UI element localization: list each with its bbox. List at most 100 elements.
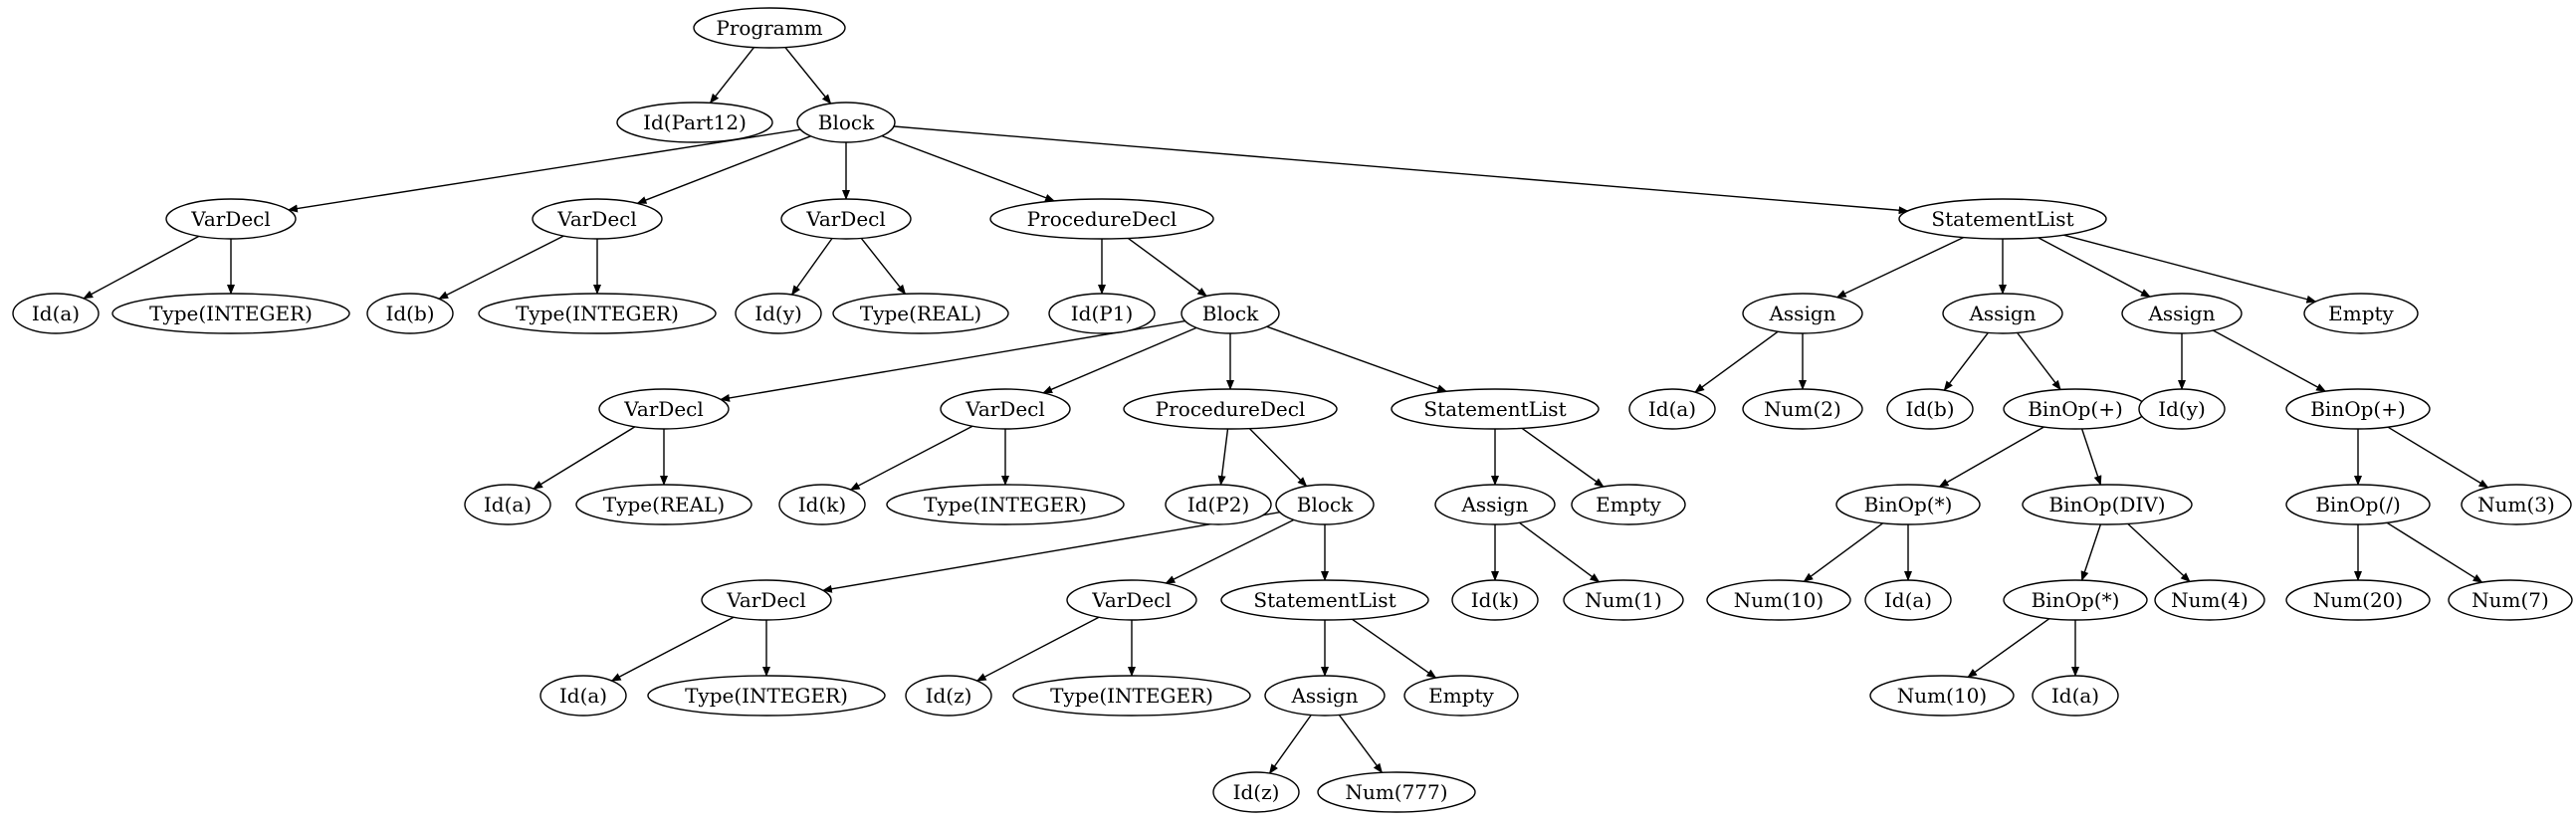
tree-node: Id(a)	[1864, 579, 1952, 621]
node-label: VarDecl	[965, 397, 1045, 421]
node-ellipse	[1942, 293, 2063, 334]
tree-node: Id(y)	[2138, 388, 2226, 430]
node-label: VarDecl	[805, 207, 886, 231]
node-ellipse	[1181, 293, 1280, 334]
node-ellipse	[1628, 388, 1716, 430]
node-ellipse	[1264, 675, 1386, 717]
tree-node: VarDecl	[598, 388, 730, 430]
node-label: Assign	[2147, 302, 2215, 325]
node-ellipse	[2448, 579, 2573, 621]
tree-node: Assign	[2121, 293, 2243, 334]
node-label: Assign	[1460, 493, 1528, 516]
node-label: BinOp(/)	[2315, 493, 2401, 516]
tree-node: Empty	[2303, 293, 2419, 334]
node-ellipse	[832, 293, 1009, 334]
tree-node: BinOp(+)	[2285, 388, 2431, 430]
node-label: Type(REAL)	[860, 302, 981, 325]
node-label: Assign	[1768, 302, 1835, 325]
node-label: Num(1)	[1585, 588, 1662, 612]
tree-node: Assign	[1942, 293, 2063, 334]
node-label: Empty	[1428, 684, 1494, 708]
tree-node: BinOp(*)	[2003, 579, 2148, 621]
node-label: Id(k)	[798, 493, 846, 516]
node-ellipse	[1048, 293, 1156, 334]
edges-layer	[83, 47, 2489, 774]
node-label: Id(P1)	[1071, 302, 1134, 325]
node-label: BinOp(DIV)	[2048, 493, 2165, 516]
tree-node: BinOp(+)	[2003, 388, 2148, 430]
node-ellipse	[989, 198, 1214, 240]
tree-node: Id(a)	[464, 484, 551, 525]
edge-n15-n23	[1266, 325, 1448, 393]
edge-n23-n37	[1521, 427, 1605, 488]
tree-node: Id(a)	[1628, 388, 1716, 430]
node-ellipse	[366, 293, 454, 334]
tree-node: Type(INTEGER)	[647, 675, 886, 717]
tree-node: Type(INTEGER)	[1012, 675, 1251, 717]
node-label: VarDecl	[623, 397, 704, 421]
node-label: VarDecl	[190, 207, 271, 231]
node-ellipse	[539, 675, 627, 717]
tree-node: Num(2)	[1742, 388, 1863, 430]
tree-node: Num(7)	[2448, 579, 2573, 621]
edge-n2-n7	[893, 125, 1909, 215]
node-ellipse	[1220, 579, 1429, 621]
node-label: StatementList	[1253, 588, 1395, 612]
tree-node: VarDecl	[1066, 579, 1197, 621]
node-label: Num(7)	[2471, 588, 2549, 612]
edge-n27-n38	[1938, 426, 2044, 488]
tree-node: Num(777)	[1317, 771, 1476, 813]
tree-node: Num(3)	[2461, 484, 2572, 525]
node-label: BinOp(*)	[2032, 588, 2120, 612]
node-label: Num(4)	[2171, 588, 2249, 612]
node-label: BinOp(+)	[2310, 397, 2406, 421]
node-ellipse	[2285, 388, 2431, 430]
node-ellipse	[598, 388, 730, 430]
tree-node: Num(20)	[2285, 579, 2431, 621]
node-label: Id(b)	[385, 302, 434, 325]
tree-node: Num(1)	[1563, 579, 1684, 621]
edge-n39-n50	[2127, 522, 2191, 583]
tree-node: StatementList	[1898, 198, 2107, 240]
tree-node: Type(REAL)	[832, 293, 1009, 334]
tree-node: Type(INTEGER)	[886, 484, 1125, 525]
node-ellipse	[464, 484, 551, 525]
tree-node: Id(P1)	[1048, 293, 1156, 334]
node-ellipse	[1066, 579, 1197, 621]
tree-node: Assign	[1264, 675, 1386, 717]
node-label: VarDecl	[556, 207, 637, 231]
tree-node: ProcedureDecl	[1123, 388, 1338, 430]
edge-n2-n4	[636, 135, 811, 204]
node-ellipse	[1403, 675, 1519, 717]
edge-n15-n21	[1042, 326, 1197, 394]
node-ellipse	[778, 484, 866, 525]
tree-node: StatementList	[1220, 579, 1429, 621]
node-ellipse	[1212, 771, 1300, 813]
node-ellipse	[886, 484, 1125, 525]
node-label: Id(a)	[559, 684, 607, 708]
edge-n42-n53	[610, 616, 735, 682]
edge-n22-n35	[1249, 428, 1308, 488]
node-ellipse	[2285, 579, 2431, 621]
edge-n27-n39	[2080, 428, 2102, 487]
node-ellipse	[1886, 388, 1974, 430]
node-ellipse	[701, 579, 832, 621]
tree-node: Empty	[1403, 675, 1519, 717]
tree-node: VarDecl	[165, 198, 297, 240]
tree-node: Id(b)	[366, 293, 454, 334]
node-ellipse	[12, 293, 100, 334]
tree-node: Id(Part12)	[616, 102, 773, 143]
tree-node: Id(a)	[2032, 675, 2119, 717]
node-label: Assign	[1290, 684, 1358, 708]
tree-node: Type(REAL)	[575, 484, 752, 525]
edge-n18-n29	[2213, 329, 2327, 392]
node-ellipse	[1434, 484, 1556, 525]
node-ellipse	[532, 198, 663, 240]
tree-node: Assign	[1434, 484, 1556, 525]
node-label: Num(10)	[1897, 684, 1987, 708]
edge-n3-n8	[83, 235, 200, 300]
edge-n7-n18	[2038, 237, 2151, 298]
node-label: Id(a)	[32, 302, 80, 325]
edge-n35-n42	[821, 512, 1280, 593]
